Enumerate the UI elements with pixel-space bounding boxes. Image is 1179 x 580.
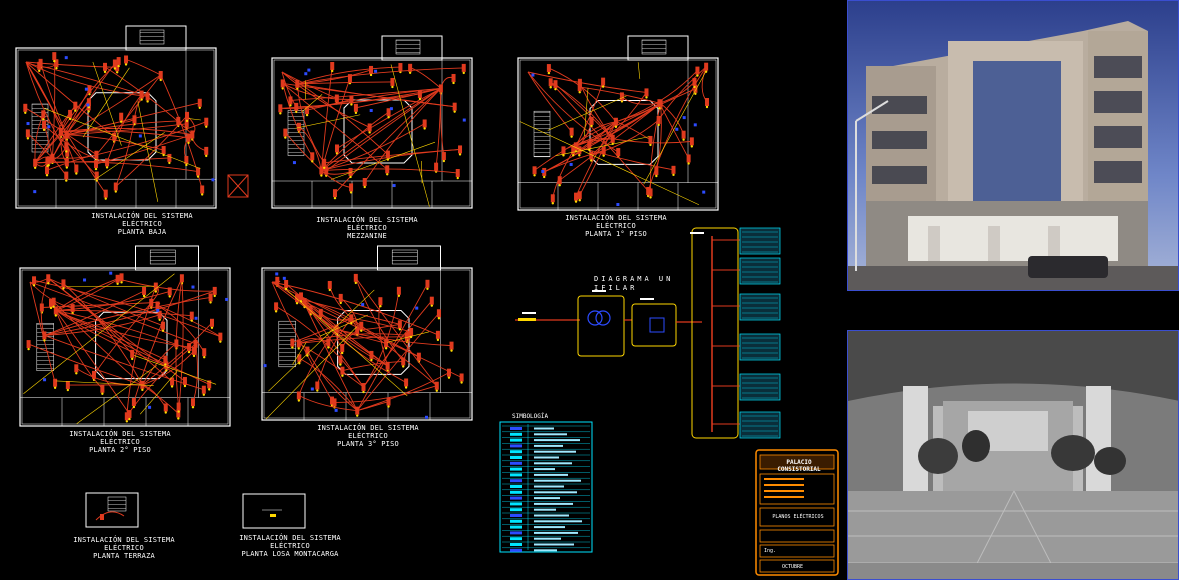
distribution-box — [691, 227, 739, 439]
plan-piso-2 — [19, 245, 231, 427]
plan-terraza-outline — [85, 492, 139, 528]
diagram-annotation-0 — [522, 312, 536, 314]
plan-piso-3 — [261, 245, 473, 421]
legend-title: SIMBOLOGÍA — [512, 413, 549, 420]
stair-box — [227, 174, 249, 198]
title-block-sheet: PLANOS ELÉCTRICOS — [772, 514, 824, 520]
panel-table-3 — [739, 333, 781, 361]
transformer-box — [577, 295, 625, 357]
panel-table-1 — [739, 257, 781, 285]
panel-table-2 — [739, 293, 781, 321]
plan-planta-baja — [15, 25, 217, 209]
photo-gap — [847, 291, 1179, 330]
diagram-annotation-2 — [640, 298, 654, 300]
building-facade-photo — [847, 0, 1179, 291]
plan-mezzanine — [271, 35, 473, 209]
title-block — [755, 449, 839, 576]
diagram-annotation-3 — [690, 232, 704, 234]
title-block-author: Ing. — [764, 548, 777, 554]
title-block-project: PALACIO CONSISTORIAL — [777, 459, 821, 473]
plan-montacarga-outline — [242, 493, 306, 529]
panel-table-0 — [739, 227, 781, 255]
interior-courtyard-photo — [847, 330, 1179, 580]
main-panel-box — [631, 303, 677, 347]
title-block-date: OCTUBRE — [782, 564, 804, 570]
panel-table-4 — [739, 373, 781, 401]
panel-table-5 — [739, 411, 781, 439]
diagram-annotation-1 — [592, 290, 606, 292]
floor-plans — [15, 25, 839, 576]
legend-table — [499, 421, 593, 553]
plan-piso-1 — [517, 35, 719, 211]
